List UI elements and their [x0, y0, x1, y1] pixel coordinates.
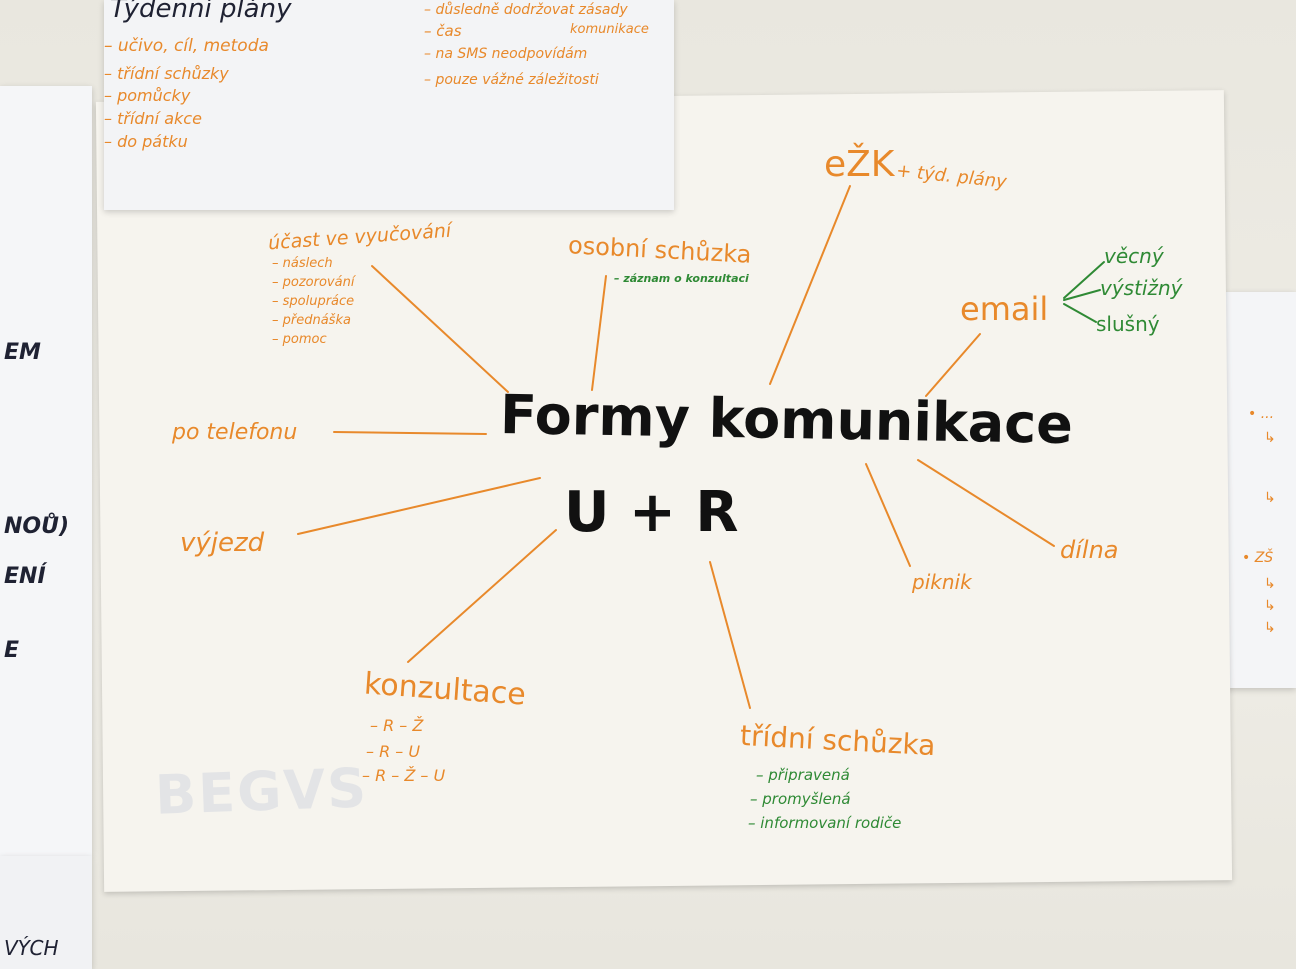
- branch-ucast-item: – pozorování: [272, 275, 355, 290]
- top-note-item: – čas: [424, 22, 462, 40]
- top-note-item: – do pátku: [104, 132, 188, 151]
- branch-email-item: věcný: [1104, 244, 1164, 268]
- top-note-heading: Týdenní plány: [110, 0, 292, 24]
- top-note-item: – třídní akce: [104, 109, 202, 128]
- branch-ucast-item: – přednáška: [272, 313, 351, 328]
- branch-tridni-item: – promyšlená: [750, 790, 851, 808]
- right-fragment: • ZŠ: [1242, 550, 1274, 566]
- left-fragment: E: [4, 638, 20, 663]
- top-note-sheet: Týdenní plány – učivo, cíl, metoda – tří…: [104, 0, 674, 210]
- top-note-item: – pouze vážné záležitosti: [424, 72, 599, 88]
- branch-email-item: výstižný: [1100, 276, 1183, 300]
- faded-logo: BEGVS: [153, 756, 370, 827]
- left-fragment: VÝCH: [4, 936, 59, 960]
- right-fragment: • ...: [1248, 406, 1275, 422]
- branch-osobni-item: – záznam o konzultaci: [614, 272, 749, 285]
- branch-dilna-label: dílna: [1060, 536, 1119, 564]
- mind-map-title: Formy komunikace: [499, 383, 1074, 456]
- branch-ucast-item: – náslech: [272, 256, 333, 271]
- branch-konzultace-item: – R – U: [366, 742, 421, 761]
- branch-tridni-item: – informovaní rodiče: [748, 814, 902, 832]
- right-fragment: ↳: [1264, 490, 1276, 506]
- branch-telefon-label: po telefonu: [172, 420, 298, 445]
- right-partial-sheet: • ... ↳ ↳ • ZŠ ↳ ↳ ↳: [1226, 292, 1296, 688]
- left-bottom-sheet: VÝCH: [0, 856, 92, 969]
- branch-piknik-label: piknik: [912, 570, 972, 594]
- top-note-item: – pomůcky: [104, 86, 191, 105]
- branch-ucast-item: – pomoc: [272, 332, 327, 347]
- branch-ezk-label: eŽK: [824, 144, 895, 185]
- left-fragment: NOŮ): [4, 514, 70, 539]
- top-note-item: – třídní schůzky: [104, 64, 229, 83]
- top-note-item: – učivo, cíl, metoda: [104, 36, 269, 56]
- top-note-item: – na SMS neodpovídám: [424, 46, 588, 62]
- top-note-item: – důsledně dodržovat zásady: [424, 2, 628, 18]
- right-fragment: ↳: [1264, 430, 1276, 446]
- left-fragment: EM: [4, 340, 41, 365]
- branch-tridni-item: – připravená: [756, 766, 850, 784]
- branch-vyjezd-label: výjezd: [180, 528, 265, 558]
- left-partial-sheet: EM NOŮ) ENÍ E: [0, 86, 92, 856]
- branch-email-item: slušný: [1096, 312, 1160, 336]
- branch-email-label: email: [960, 290, 1049, 328]
- mind-map-subtitle: U + R: [564, 480, 739, 545]
- top-note-item: komunikace: [570, 22, 649, 37]
- right-fragment: ↳: [1264, 620, 1276, 636]
- right-fragment: ↳: [1264, 576, 1276, 592]
- branch-ucast-item: – spolupráce: [272, 294, 355, 309]
- branch-konzultace-item: – R – Ž: [370, 716, 424, 735]
- left-fragment: ENÍ: [4, 564, 46, 589]
- branch-konzultace-item: – R – Ž – U: [362, 766, 446, 785]
- right-fragment: ↳: [1264, 598, 1276, 614]
